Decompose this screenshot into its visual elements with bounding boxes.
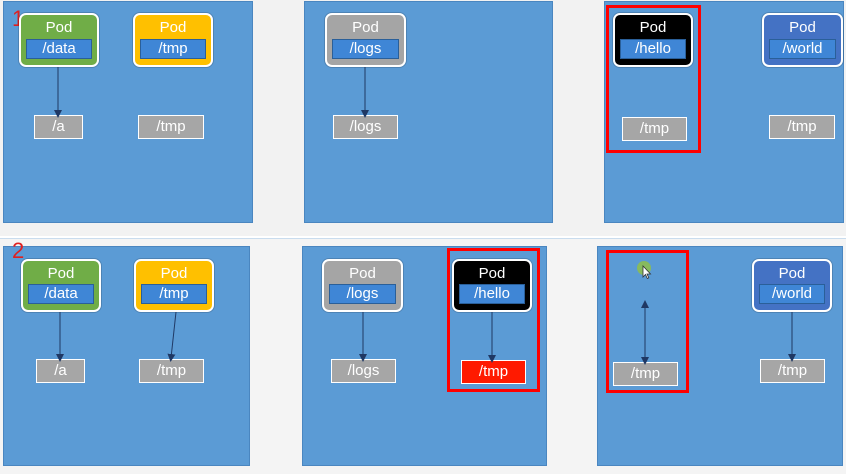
row-number-2: 2 bbox=[12, 238, 25, 263]
pod-path: /data bbox=[26, 39, 92, 59]
volume-tmp-highlighted: /tmp bbox=[461, 360, 526, 384]
volume-tmp: /tmp bbox=[622, 117, 687, 141]
pod-title: Pod bbox=[47, 265, 75, 282]
volume-a: /a bbox=[36, 359, 85, 383]
mouse-pointer-icon bbox=[637, 261, 652, 280]
pod-logs[interactable]: Pod /logs bbox=[322, 259, 403, 312]
pod-world[interactable]: Pod /world bbox=[752, 259, 832, 312]
pod-title: Pod bbox=[160, 265, 188, 282]
volume-logs: /logs bbox=[331, 359, 396, 383]
pod-title: Pod bbox=[789, 19, 816, 36]
pod-title: Pod bbox=[478, 265, 506, 282]
volume-tmp: /tmp bbox=[138, 115, 204, 139]
pod-world[interactable]: Pod /world bbox=[762, 13, 843, 67]
pod-tmp[interactable]: Pod /tmp bbox=[133, 13, 213, 67]
volume-tmp: /tmp bbox=[139, 359, 204, 383]
pod-path: /world bbox=[769, 39, 836, 59]
highlight-box bbox=[447, 248, 540, 392]
pod-title: Pod bbox=[639, 19, 667, 36]
pod-title: Pod bbox=[45, 19, 73, 36]
pod-logs[interactable]: Pod /logs bbox=[325, 13, 406, 67]
pod-title: Pod bbox=[159, 19, 187, 36]
pod-hello[interactable]: Pod /hello bbox=[613, 13, 693, 67]
pod-data[interactable]: Pod /data bbox=[19, 13, 99, 67]
pod-path: /tmp bbox=[140, 39, 206, 59]
pod-hello[interactable]: Pod /hello bbox=[452, 259, 532, 312]
volume-logs: /logs bbox=[333, 115, 398, 139]
node-1-middle bbox=[304, 1, 553, 223]
pod-title: Pod bbox=[349, 265, 376, 282]
pod-title: Pod bbox=[352, 19, 379, 36]
volume-tmp: /tmp bbox=[760, 359, 825, 383]
pod-path: /logs bbox=[332, 39, 399, 59]
highlight-box bbox=[606, 250, 689, 393]
volume-tmp: /tmp bbox=[613, 362, 678, 386]
pod-path: /data bbox=[28, 284, 94, 304]
highlight-box bbox=[606, 5, 701, 153]
pod-path: /tmp bbox=[141, 284, 207, 304]
volume-a: /a bbox=[34, 115, 83, 139]
pod-data[interactable]: Pod /data bbox=[21, 259, 101, 312]
pod-tmp[interactable]: Pod /tmp bbox=[134, 259, 214, 312]
pod-path: /hello bbox=[620, 39, 686, 59]
pod-path: /world bbox=[759, 284, 825, 304]
pod-path: /logs bbox=[329, 284, 396, 304]
pod-path: /hello bbox=[459, 284, 525, 304]
pod-title: Pod bbox=[778, 265, 806, 282]
volume-tmp: /tmp bbox=[769, 115, 835, 139]
